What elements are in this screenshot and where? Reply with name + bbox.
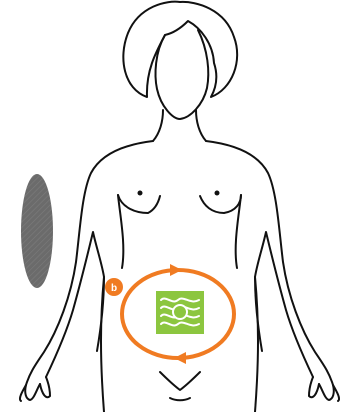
left-nipple: [138, 191, 143, 196]
right-breast: [200, 195, 241, 213]
groin-fold: [170, 398, 190, 400]
right-hand-fingers: [309, 377, 339, 401]
left-breast: [118, 195, 160, 213]
left-hand-fingers: [20, 377, 50, 401]
step-badge-label: b: [111, 283, 117, 294]
neck-right: [196, 110, 206, 141]
right-nipple: [215, 191, 220, 196]
hair-outline: [123, 2, 237, 97]
neck-left: [153, 110, 163, 141]
right-inner-arm: [255, 232, 313, 377]
lime-patch-icon: [156, 291, 204, 334]
torso-left-side: [118, 195, 123, 268]
groin-outline: [160, 372, 200, 390]
side-patch-oval-icon: [21, 174, 53, 288]
face-outline: [156, 30, 209, 119]
right-arm-outline: [206, 141, 334, 400]
body-outline: [20, 2, 339, 412]
step-badge: b: [105, 278, 123, 296]
left-inner-arm: [46, 232, 104, 377]
